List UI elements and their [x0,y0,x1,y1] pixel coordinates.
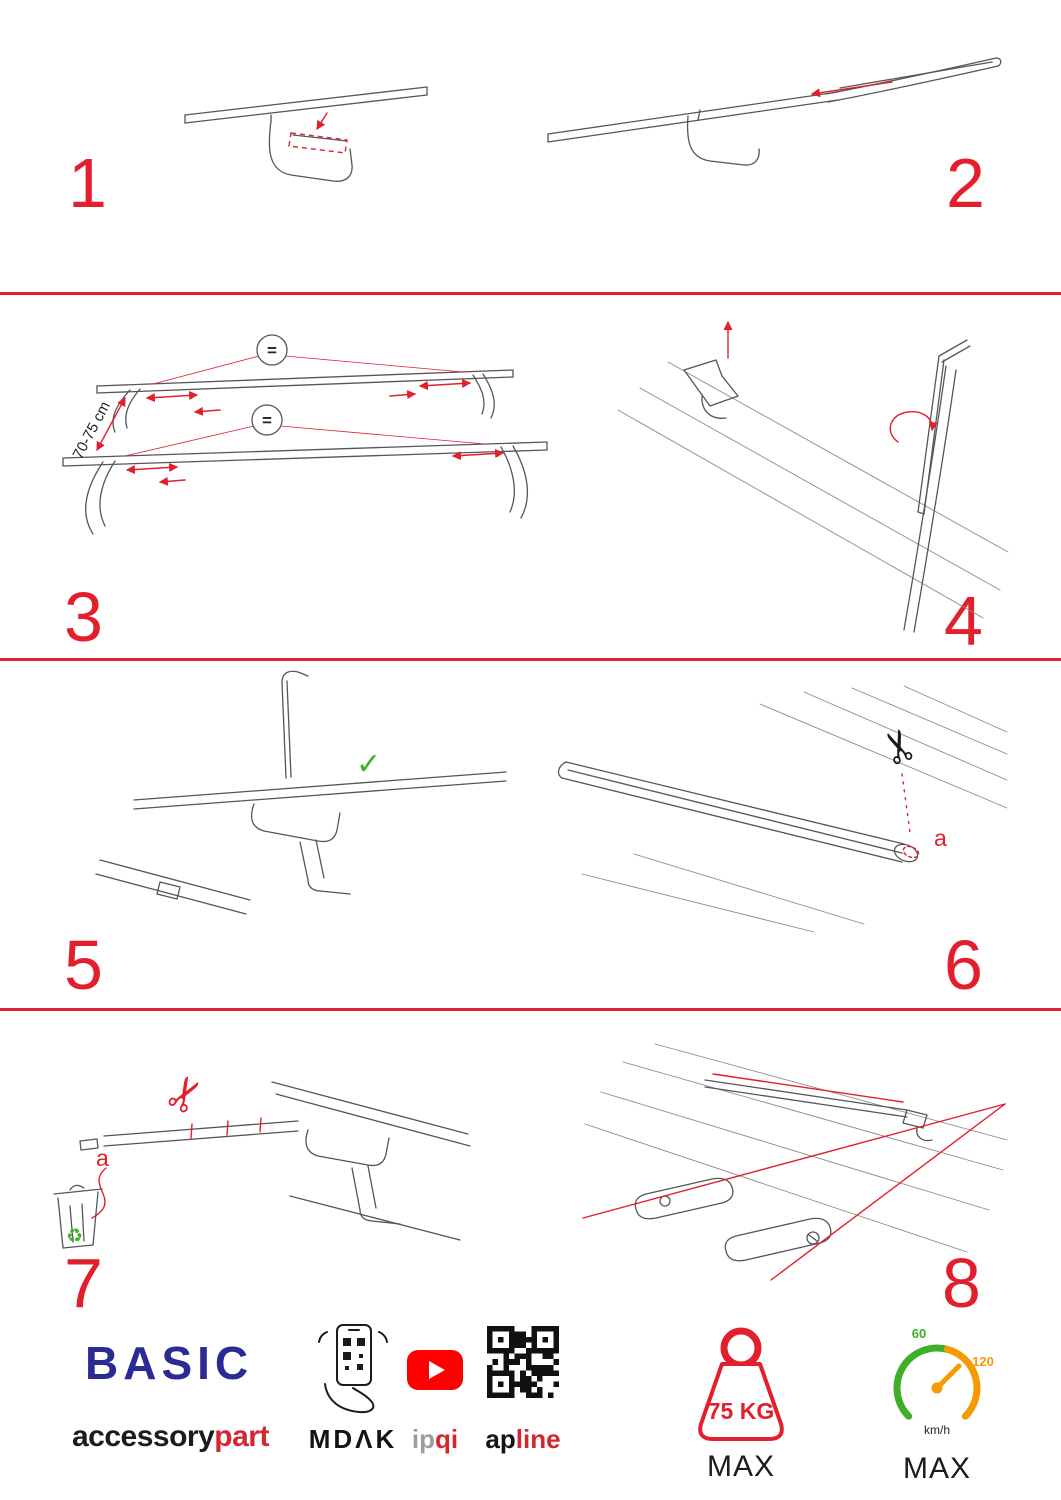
step-7-number: 7 [64,1244,103,1322]
step-2-number: 2 [946,144,985,222]
step-6-drawing: ✂ a [557,685,1008,933]
brand-logo: BASIC [85,1337,254,1389]
crossbars-sketch [62,369,548,535]
apline-logo-red: line [515,1424,561,1454]
brand-subline-red: part [214,1420,269,1453]
scissors-red-icon: ✂ [153,1064,217,1123]
brand-subline-black: accessory [72,1420,215,1453]
clamp-highlight-box [288,132,348,154]
step-8-number: 8 [942,1244,981,1322]
weight-limit-icon: 75 KG [698,1327,784,1441]
step-1-number: 1 [68,144,107,222]
slide-direction-arrow [810,81,893,98]
speedometer-icon: 60 120 km/h [893,1326,994,1437]
qr-code-icon [487,1326,559,1398]
step-8-drawing [582,1043,1008,1281]
step-5-drawing: ✓ [95,670,507,915]
equal-leader-lines [124,355,486,457]
dimension-arrows [96,378,505,486]
equal-badge-top: = [267,341,277,360]
cut-label: a [96,1145,109,1171]
speed-unit-label: km/h [924,1423,950,1437]
speed-high-label: 120 [972,1354,994,1369]
adapter-parts-sketch [634,1079,933,1262]
youtube-icon [407,1350,463,1390]
cut-ticks [91,1117,262,1219]
ipqi-logo: ipqi [395,1424,475,1455]
equal-badge-bottom-circle [251,404,283,436]
speed-low-label: 60 [912,1326,926,1341]
trim-strip-sketch [79,1081,471,1241]
rail-and-clamp [683,359,957,633]
crossbar-slide-sketch [547,57,1002,166]
step-4-number: 4 [944,582,983,660]
roof-lines [584,1043,1008,1253]
trash-bin-icon [53,1184,103,1249]
alignment-lines [582,1073,1006,1281]
step-3-number: 3 [64,578,103,656]
cut-mark [902,845,920,859]
speed-max-label: MAX [902,1452,971,1485]
scissors-icon: ✂ [871,720,930,771]
separator-3 [0,1008,1061,1011]
mdak-logo: MDΛK [308,1424,398,1454]
roof-panel-sketch [184,86,428,182]
foot-fitment-sketch [95,670,507,915]
cut-label: a [934,825,947,851]
roof-slats [581,685,1008,933]
step-4-drawing [617,320,1009,633]
cut-line [901,773,911,833]
step-6-number: 6 [944,926,983,1004]
recycle-icon: ♻ [66,1226,83,1247]
ipqi-logo-red: qi [435,1424,459,1454]
equal-badge-bottom: = [262,411,272,430]
bar-end-sketch [557,761,919,863]
insert-arrow [316,112,328,130]
weight-max-label: MAX [706,1450,775,1483]
phone-scan-icon [318,1324,388,1414]
separator-2 [0,658,1061,661]
equal-badge-top-circle [256,334,288,366]
step-5-number: 5 [64,926,103,1004]
step-7-drawing: ✂ a ♻ [53,1064,471,1249]
step-2-drawing [547,57,1002,166]
brand-subline: accessorypart [72,1420,269,1454]
tighten-rotation-arrow [889,411,938,443]
apline-logo: apline [483,1424,563,1455]
step-3-drawing: = = 70-75 cm [62,334,548,535]
roof-lines [617,361,1009,619]
apline-logo-black: ap [485,1424,516,1454]
allen-key [917,339,971,515]
step-1-drawing [184,86,428,182]
weight-value: 75 KG [708,1398,774,1424]
check-icon: ✓ [356,748,381,781]
ipqi-logo-gray: ip [411,1424,435,1454]
separator-1 [0,292,1061,295]
